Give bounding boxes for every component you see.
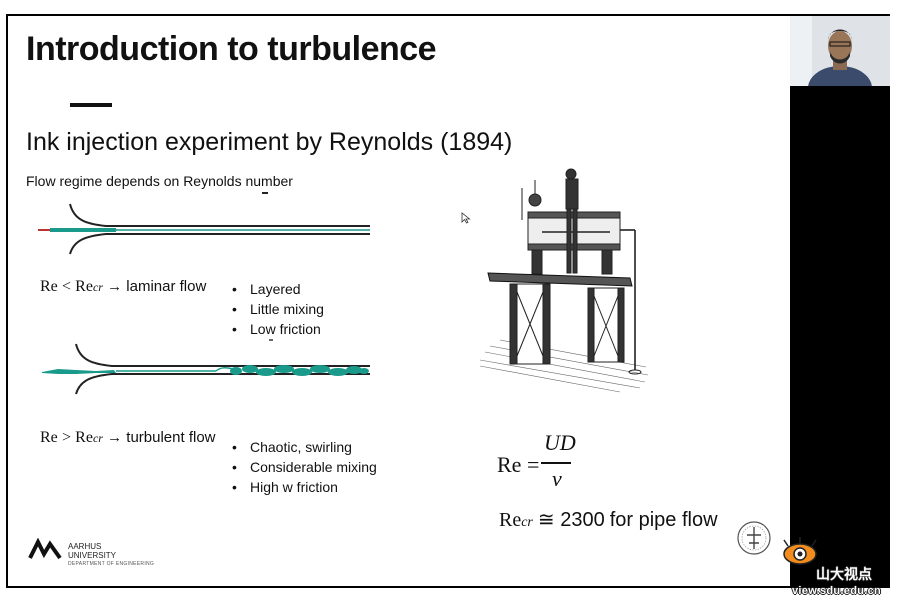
watermark-url: view.sdu.edu.cn xyxy=(792,585,882,597)
eye-logo-icon xyxy=(783,537,817,565)
equation-lhs: Re = xyxy=(497,452,540,477)
turbulent-dye-cloud xyxy=(230,365,369,376)
laminar-condition: Re < Recr → laminar flow xyxy=(40,278,206,296)
laminar-re-symbol: Re xyxy=(40,278,58,295)
laminar-re-cr: Re xyxy=(75,278,93,295)
slide-canvas xyxy=(8,16,790,586)
critical-reynolds: Recr ≅ 2300 for pipe flow xyxy=(499,507,718,532)
turbulent-pipe-diagram xyxy=(42,343,370,395)
list-item: Layered xyxy=(230,279,324,299)
laminar-arrow: → xyxy=(107,278,123,295)
laminar-dye-streak xyxy=(50,228,116,232)
turbulent-condition: Re > Recr → turbulent flow xyxy=(40,429,216,447)
critical-re-symbol: Re xyxy=(499,509,522,531)
turbulent-re-cr: Re xyxy=(75,429,93,446)
critical-value: ≅ 2300 xyxy=(537,509,605,531)
slide-title: Introduction to turbulence xyxy=(26,30,437,68)
department-name: DEPARTMENT OF ENGINEERING xyxy=(68,561,155,567)
turbulent-sub-cr: cr xyxy=(92,431,103,445)
turbulent-label: turbulent flow xyxy=(126,429,216,446)
aarhus-logo-icon xyxy=(28,538,62,560)
university-line1: AARHUS xyxy=(68,542,102,551)
laminar-operator: < xyxy=(61,278,71,295)
equation-denominator: ν xyxy=(552,466,562,491)
turbulent-re-symbol: Re xyxy=(40,429,58,446)
video-panel xyxy=(790,16,890,588)
turbulent-arrow: → xyxy=(107,429,123,446)
slide-subtitle: Ink injection experiment by Reynolds (18… xyxy=(26,128,513,156)
reynolds-apparatus-illustration xyxy=(480,168,649,393)
turbulent-operator: > xyxy=(61,429,71,446)
slide-note: Flow regime depends on Reynolds number xyxy=(26,173,293,189)
critical-sub-cr: cr xyxy=(521,515,533,530)
laminar-label: laminar flow xyxy=(126,278,207,295)
equation-numerator: UD xyxy=(544,430,576,455)
university-line2: UNIVERSITY xyxy=(68,551,117,560)
critical-label: for pipe flow xyxy=(609,509,718,531)
turbulent-bullets: Chaotic, swirling Considerable mixing Hi… xyxy=(230,437,377,497)
stray-dash xyxy=(262,192,268,194)
list-item: High w friction xyxy=(230,477,377,497)
fraction-bar xyxy=(541,462,571,464)
university-seal-icon xyxy=(737,521,771,555)
laminar-sub-cr: cr xyxy=(92,280,103,294)
title-underline xyxy=(70,103,112,107)
watermark-brand: 山大视点 xyxy=(816,566,872,582)
list-item: Chaotic, swirling xyxy=(230,437,377,457)
mouse-pointer-icon xyxy=(461,212,471,224)
list-item: Low friction xyxy=(230,319,324,339)
list-item: Considerable mixing xyxy=(230,457,377,477)
university-name: AARHUS UNIVERSITY DEPARTMENT OF ENGINEER… xyxy=(68,542,154,569)
presenter-webcam xyxy=(790,16,890,86)
list-item: Little mixing xyxy=(230,299,324,319)
stray-tick xyxy=(269,339,273,341)
laminar-pipe-diagram xyxy=(38,203,370,255)
laminar-bullets: Layered Little mixing Low friction xyxy=(230,279,324,339)
